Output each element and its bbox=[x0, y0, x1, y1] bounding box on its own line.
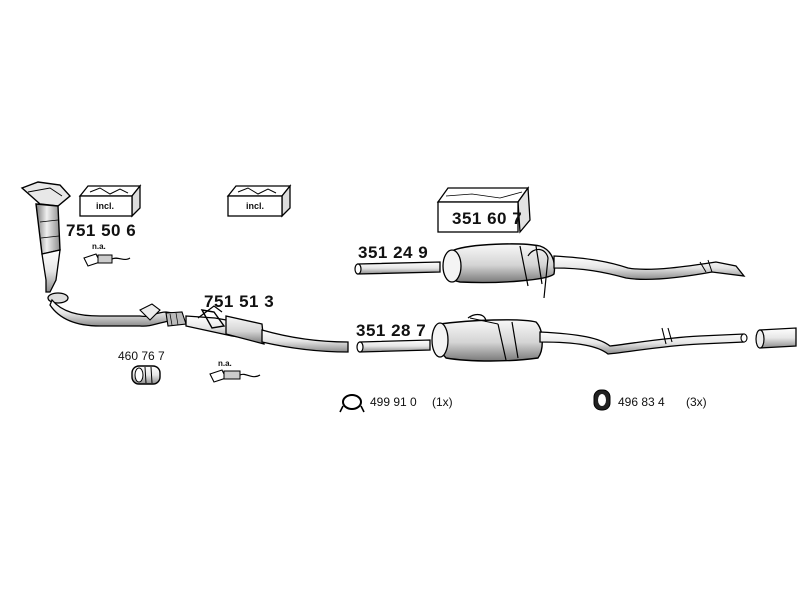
catalytic-converter-icon bbox=[20, 181, 72, 293]
rubber-hanger-icon bbox=[593, 389, 611, 411]
converter-part-number: 751 50 6 bbox=[66, 221, 137, 240]
muffler-icon bbox=[354, 243, 746, 299]
rubber-mount-part-number: 496 83 4 bbox=[618, 395, 665, 409]
gasket-quantity: (1x) bbox=[432, 395, 453, 409]
box-part-number: 351 60 7 bbox=[452, 209, 523, 228]
muffler-icon bbox=[356, 313, 748, 362]
lambda-sensor-icon bbox=[83, 253, 131, 267]
pipe-clamp-icon bbox=[131, 365, 161, 385]
front-pipe-incl-label: incl. bbox=[246, 201, 265, 211]
lambda-sensor-icon bbox=[209, 369, 261, 383]
converter-sensor-note: n.a. bbox=[92, 242, 106, 251]
gasket-part-number: 499 91 0 bbox=[370, 395, 417, 409]
converter-incl-label: incl. bbox=[96, 201, 115, 211]
clamp-part-number: 460 76 7 bbox=[118, 349, 165, 363]
converter-incl-box-icon bbox=[78, 184, 142, 218]
front-pipe-sensor-note: n.a. bbox=[218, 359, 232, 368]
lower-muffler-part-number: 351 28 7 bbox=[356, 321, 427, 340]
front-pipe-part-number: 751 51 3 bbox=[204, 292, 275, 311]
front-pipe-icon bbox=[47, 292, 349, 353]
upper-muffler-part-number: 351 24 9 bbox=[358, 243, 429, 262]
package-box-icon bbox=[436, 186, 531, 234]
front-pipe-incl-box-icon bbox=[226, 184, 292, 218]
tail-pipe-icon bbox=[755, 327, 797, 349]
rubber-mount-quantity: (3x) bbox=[686, 395, 707, 409]
gasket-ring-icon bbox=[339, 394, 365, 413]
